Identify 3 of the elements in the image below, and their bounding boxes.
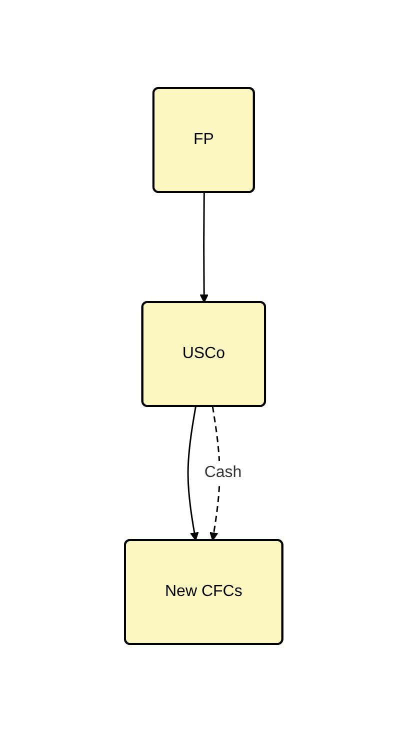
arrow [188,406,200,541]
edge-label: Cash [204,464,242,481]
arrow [200,192,209,303]
